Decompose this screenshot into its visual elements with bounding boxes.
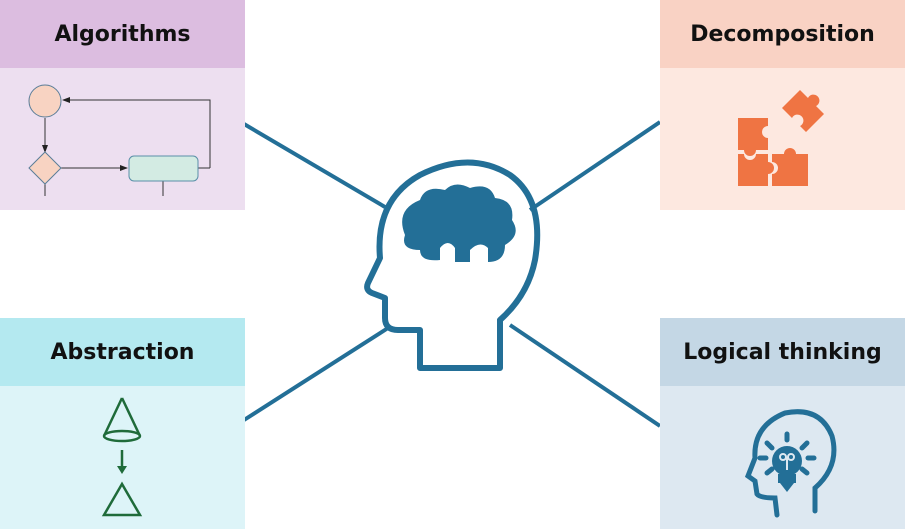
panel-logical-thinking: Logical thinking xyxy=(660,318,905,529)
brain-icon xyxy=(402,184,516,262)
decomposition-title: Decomposition xyxy=(660,0,905,68)
brain-head-icon xyxy=(364,159,541,371)
connector-decomposition xyxy=(528,120,662,212)
cone-to-triangle-icon xyxy=(101,397,143,517)
head-lightbulb-icon xyxy=(744,409,837,518)
algorithms-title: Algorithms xyxy=(0,0,245,68)
connector-algorithms xyxy=(242,122,387,209)
connector-logical xyxy=(508,323,662,428)
puzzle-icon xyxy=(738,90,824,186)
connector-abstraction xyxy=(242,326,390,422)
abstraction-title: Abstraction xyxy=(0,318,245,386)
panel-algorithms: Algorithms xyxy=(0,0,245,210)
logical-thinking-title: Logical thinking xyxy=(660,318,905,386)
panel-abstraction: Abstraction xyxy=(0,318,245,529)
flowchart-icon xyxy=(28,84,211,196)
panel-decomposition: Decomposition xyxy=(660,0,905,210)
